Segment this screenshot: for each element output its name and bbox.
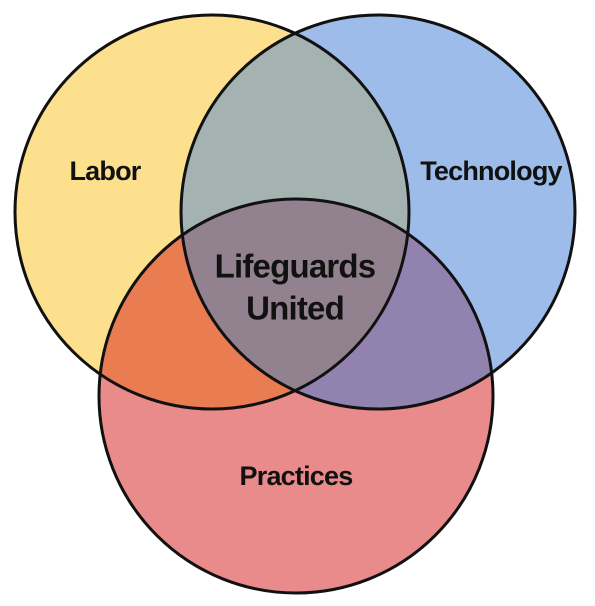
practices-label: Practices xyxy=(240,461,353,491)
practices-circle-outline xyxy=(97,197,495,595)
technology-circle-outline xyxy=(179,13,577,411)
technology-label: Technology xyxy=(420,156,562,186)
labor-circle-outline xyxy=(13,13,411,411)
labor-label: Labor xyxy=(69,156,141,186)
center-label-line2: United xyxy=(246,290,344,327)
center-label-line1: Lifeguards xyxy=(215,248,376,285)
